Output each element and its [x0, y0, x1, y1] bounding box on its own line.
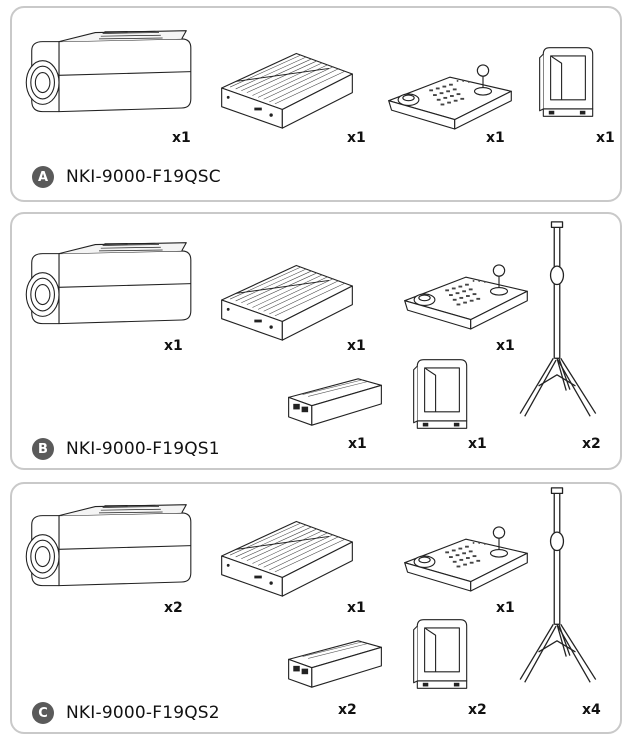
encoder-box-icon: [217, 46, 357, 130]
quantity-label: x1: [486, 130, 505, 146]
poe-injector-icon: [284, 374, 386, 430]
tripod-icon: [508, 220, 606, 432]
quantity-label: x1: [496, 338, 515, 354]
encoder-box-icon: [217, 514, 357, 598]
quantity-label: x2: [582, 436, 601, 452]
quantity-label: x1: [596, 130, 615, 146]
kit-label: C NKI-9000-F19QS2: [32, 702, 220, 724]
quantity-label: x1: [347, 600, 366, 616]
camera-icon: [20, 502, 198, 602]
kit-model-name: NKI-9000-F19QSC: [66, 167, 221, 187]
kit-letter-badge: B: [32, 438, 54, 460]
kit-label: A NKI-9000-F19QSC: [32, 166, 221, 188]
quantity-label: x2: [468, 702, 487, 718]
quantity-label: x1: [172, 130, 191, 146]
kit-panel-a: x1 x1 x1 x1 A NKI-9000-F19QSC: [10, 6, 622, 202]
quantity-label: x1: [496, 600, 515, 616]
poe-injector-icon: [284, 636, 386, 692]
tripod-icon: [508, 486, 606, 698]
power-supply-icon: [410, 614, 474, 694]
kit-model-name: NKI-9000-F19QS2: [66, 703, 220, 723]
quantity-label: x1: [348, 436, 367, 452]
camera-icon: [20, 240, 198, 340]
quantity-label: x1: [347, 338, 366, 354]
kit-panel-b: x1 x1 x1 x1 x1 x2 B NKI-9000-F19QS1: [10, 212, 622, 470]
quantity-label: x2: [338, 702, 357, 718]
encoder-box-icon: [217, 258, 357, 342]
keyboard-joystick-icon: [384, 58, 516, 134]
camera-icon: [20, 28, 198, 128]
power-supply-icon: [536, 42, 600, 122]
quantity-label: x2: [164, 600, 183, 616]
kit-label: B NKI-9000-F19QS1: [32, 438, 220, 460]
quantity-label: x4: [582, 702, 601, 718]
quantity-label: x1: [164, 338, 183, 354]
quantity-label: x1: [468, 436, 487, 452]
power-supply-icon: [410, 354, 474, 434]
quantity-label: x1: [347, 130, 366, 146]
kit-model-name: NKI-9000-F19QS1: [66, 439, 220, 459]
kit-letter-badge: C: [32, 702, 54, 724]
kit-panel-c: x2 x1 x1 x2 x2 x4 C NKI-9000-F19QS2: [10, 482, 622, 734]
kit-letter-badge: A: [32, 166, 54, 188]
